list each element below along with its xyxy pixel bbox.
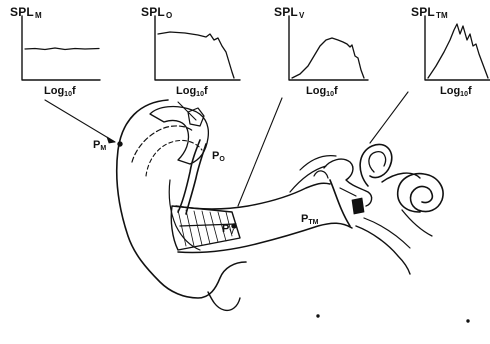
pointer-line-v <box>238 98 282 206</box>
panel-spl-v <box>289 16 368 80</box>
panel-spl-m-xlabel: Log10f <box>44 86 76 98</box>
eardrum <box>330 180 350 226</box>
label-po: PO <box>212 151 225 163</box>
stray-dot <box>467 320 469 322</box>
pointer-triangle-m <box>107 137 115 143</box>
panel-spl-v-axes <box>289 16 368 80</box>
ear-earlobe <box>208 292 240 310</box>
panel-spl-o-curve <box>158 32 234 78</box>
panel-spl-tm-label: SPLTM <box>411 6 448 20</box>
panel-spl-v-curve <box>292 38 364 78</box>
ear-canal <box>171 183 352 252</box>
pointer-line-m <box>45 100 115 142</box>
panel-spl-v-xlabel: Log10f <box>306 86 338 98</box>
label-ptm: PTM <box>301 214 318 226</box>
semicircular-canal-2 <box>369 152 386 172</box>
semicircular-canal-1 <box>360 144 392 186</box>
panel-spl-m-label: SPLM <box>10 6 42 20</box>
ear-helix-inner <box>132 126 194 162</box>
hearing-aid <box>118 107 208 214</box>
label-pm: PM <box>93 140 106 152</box>
auditory-nerve <box>402 210 432 236</box>
skull-boundary <box>290 166 326 192</box>
ear-outline <box>117 100 246 298</box>
cochlea <box>398 174 443 212</box>
panel-spl-o-axes <box>155 16 240 80</box>
panel-spl-o-xlabel: Log10f <box>176 86 208 98</box>
panel-spl-o <box>155 16 240 80</box>
microphone-port <box>118 142 122 146</box>
hearing-aid-case <box>150 107 208 164</box>
ear-canal-lower <box>178 223 352 252</box>
panel-spl-m <box>22 16 100 80</box>
panel-spl-v-label: SPLV <box>274 6 305 20</box>
panel-spl-tm-xlabel: Log10f <box>440 86 472 98</box>
panel-spl-tm <box>425 16 490 80</box>
label-pv: PV <box>222 224 234 236</box>
eustachian-tube <box>356 226 410 274</box>
ear-canal-upper <box>176 183 330 209</box>
panel-spl-m-curve <box>25 48 99 50</box>
panel-spl-o-label: SPLO <box>141 6 172 20</box>
vestibule-shading <box>352 198 364 214</box>
panel-spl-tm-curve <box>428 24 488 78</box>
hearing-aid-receiver <box>188 108 204 126</box>
stray-dot <box>317 315 319 317</box>
pointer-line-tm <box>370 92 408 143</box>
